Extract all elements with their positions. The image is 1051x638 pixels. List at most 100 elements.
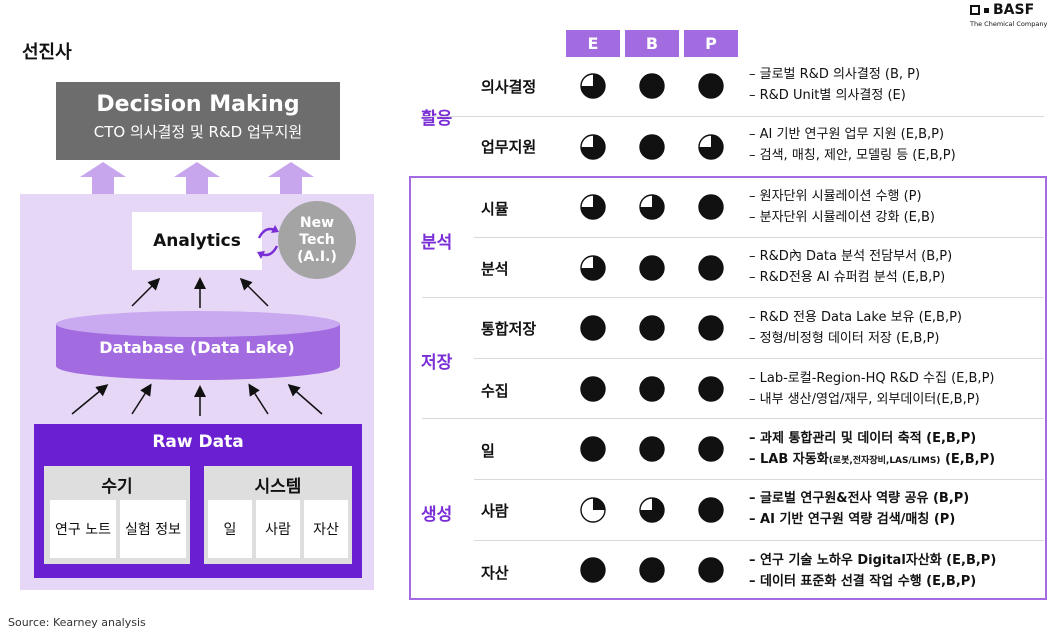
column-header-b: B — [625, 30, 679, 57]
brand-tagline: The Chemical Company — [970, 20, 1048, 28]
harvey-ball-icon — [580, 134, 606, 160]
harvey-ball-icon — [580, 315, 606, 341]
desc-line: – 내부 생산/영업/재무, 외부데이터(E,B,P) — [749, 392, 980, 407]
row-description: – R&D內 Data 분석 전담부서 (B,P) – R&D전용 AI 슈퍼컴… — [749, 246, 952, 288]
harvey-ball-icon — [698, 376, 724, 402]
harvey-ball-icon — [580, 73, 606, 99]
desc-line: – R&D內 Data 분석 전담부서 (B,P) — [749, 249, 953, 264]
desc-line: – 검색, 매칭, 제안, 모델링 등 (E,B,P) — [749, 148, 956, 163]
row-divider — [422, 297, 1044, 298]
row-divider — [474, 358, 1044, 359]
row-label: 의사결정 — [481, 78, 537, 96]
harvey-ball-icon — [639, 557, 665, 583]
row-description: – Lab-로컬-Region-HQ R&D 수집 (E,B,P) – 내부 생… — [749, 368, 994, 410]
category-label: 분석 — [421, 233, 453, 253]
row-label: 자산 — [481, 564, 509, 582]
row-description: – R&D 전용 Data Lake 보유 (E,B,P) – 정형/비정형 데… — [749, 307, 962, 349]
new-tech-line: Tech — [299, 231, 335, 248]
manual-title: 수기 — [101, 477, 133, 497]
desc-text: – LAB 자동화 — [749, 452, 829, 467]
desc-line: – R&D 전용 Data Lake 보유 (E,B,P) — [749, 310, 963, 325]
row-label: 업무지원 — [481, 138, 537, 156]
row-label: 분석 — [481, 260, 509, 278]
page-title: 선진사 — [22, 42, 72, 63]
arrow-icon — [239, 277, 269, 307]
manual-item: 연구 노트 — [50, 500, 116, 558]
system-title: 시스템 — [254, 477, 302, 497]
brand-logo: BASF The Chemical Company — [970, 2, 1048, 28]
row-label: 수집 — [481, 382, 509, 400]
row-divider — [474, 237, 1044, 238]
harvey-ball-icon — [698, 134, 724, 160]
harvey-ball-icon — [698, 557, 724, 583]
row-description: – 과제 통합관리 및 데이터 축적 (E,B,P) – LAB 자동화(로봇,… — [749, 428, 995, 472]
harvey-ball-icon — [639, 436, 665, 462]
harvey-ball-icon — [639, 194, 665, 220]
analytics-box: Analytics — [132, 212, 262, 270]
desc-line: – Lab-로컬-Region-HQ R&D 수집 (E,B,P) — [749, 371, 995, 386]
harvey-ball-icon — [698, 73, 724, 99]
harvey-ball-icon — [580, 194, 606, 220]
harvey-ball-icon — [698, 436, 724, 462]
database-cylinder-icon — [56, 311, 340, 380]
harvey-ball-icon — [639, 134, 665, 160]
row-description: – 원자단위 시뮬레이션 수행 (P) – 분자단위 시뮬레이션 강화 (E,B… — [749, 186, 935, 228]
basf-dot-icon — [984, 7, 989, 13]
category-label: 생성 — [421, 505, 453, 525]
desc-line: – R&D Unit별 의사결정 (E) — [749, 88, 906, 103]
harvey-ball-icon — [639, 315, 665, 341]
row-divider — [422, 116, 1044, 117]
up-arrow-icon — [268, 162, 314, 196]
row-label: 시뮬 — [481, 200, 509, 218]
desc-line: – 과제 통합관리 및 데이터 축적 (E,B,P) — [749, 431, 977, 446]
system-item: 사람 — [256, 500, 300, 558]
brand-name: BASF — [993, 2, 1035, 18]
harvey-ball-icon — [639, 497, 665, 523]
up-arrow-icon — [80, 162, 126, 196]
category-label: 저장 — [421, 353, 453, 373]
desc-line: – R&D전용 AI 슈퍼컴 분석 (E,B,P) — [749, 270, 946, 285]
row-divider — [474, 479, 1044, 480]
desc-line: – 분자단위 시뮬레이션 강화 (E,B) — [749, 210, 935, 225]
arrow-icon — [131, 383, 152, 415]
new-tech-line: (A.I.) — [297, 248, 337, 265]
desc-line: – 정형/비정형 데이터 저장 (E,B,P) — [749, 331, 940, 346]
harvey-ball-icon — [580, 376, 606, 402]
decision-title: Decision Making — [96, 92, 300, 117]
raw-data-title: Raw Data — [152, 432, 244, 452]
row-description: – 글로벌 연구원&전사 역량 공유 (B,P) – AI 기반 연구원 역량 … — [749, 488, 969, 530]
decision-subtitle: CTO 의사결정 및 R&D 업무지원 — [93, 123, 303, 141]
system-item: 일 — [208, 500, 252, 558]
arrow-icon — [248, 383, 269, 415]
decision-making-box: Decision Making CTO 의사결정 및 R&D 업무지원 — [56, 82, 340, 160]
manual-item: 실험 정보 — [120, 500, 186, 558]
data-flow-arrows — [71, 277, 323, 416]
harvey-ball-icon — [698, 315, 724, 341]
desc-line: – AI 기반 연구원 업무 지원 (E,B,P) — [749, 127, 945, 142]
harvey-ball-icon — [580, 436, 606, 462]
row-description: – 글로벌 R&D 의사결정 (B, P) – R&D Unit별 의사결정 (… — [749, 64, 920, 106]
new-tech-circle: New Tech (A.I.) — [278, 201, 356, 279]
database-label: Database (Data Lake) — [99, 338, 295, 357]
row-divider — [422, 418, 1044, 419]
harvey-ball-icon — [580, 255, 606, 281]
desc-line: – AI 기반 연구원 역량 검색/매칭 (P) — [749, 512, 956, 527]
desc-line: – 글로벌 R&D 의사결정 (B, P) — [749, 67, 921, 82]
harvey-ball-icon — [698, 255, 724, 281]
highlight-outline — [409, 176, 1047, 600]
row-description: – 연구 기술 노하우 Digital자산화 (E,B,P) – 데이터 표준화… — [749, 550, 996, 592]
category-label: 활용 — [421, 109, 453, 129]
desc-text: (E,B,P) — [940, 452, 996, 467]
column-header-p: P — [684, 30, 738, 57]
source-note: Source: Kearney analysis — [8, 616, 146, 629]
row-label: 일 — [481, 442, 495, 460]
harvey-ball-icon — [639, 255, 665, 281]
desc-line: – 연구 기술 노하우 Digital자산화 (E,B,P) — [749, 553, 997, 568]
basf-square-icon — [970, 5, 980, 15]
arrow-icon — [287, 384, 323, 415]
harvey-ball-icon — [639, 73, 665, 99]
row-divider — [474, 540, 1044, 541]
row-label: 사람 — [481, 502, 509, 520]
row-label: 통합저장 — [481, 320, 537, 338]
column-header-e: E — [566, 30, 620, 57]
